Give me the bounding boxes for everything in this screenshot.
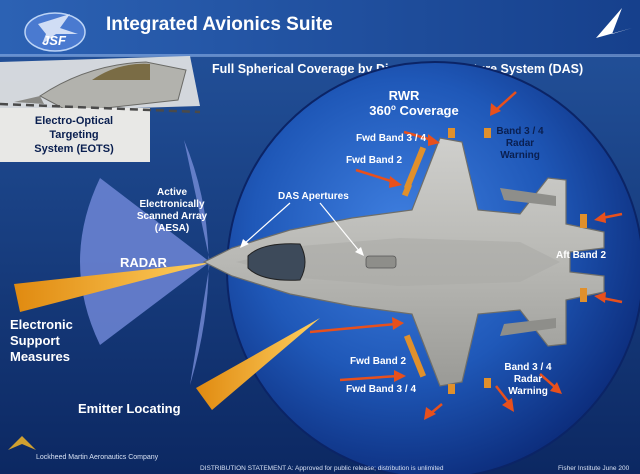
svg-text:RWR: RWR bbox=[389, 88, 420, 103]
logo-text: JSF bbox=[42, 33, 67, 48]
eots-canopy bbox=[92, 63, 150, 80]
threat-arrow bbox=[424, 403, 443, 420]
threat-arrows bbox=[309, 91, 623, 420]
svg-text:Support: Support bbox=[10, 333, 60, 348]
threat-arrow bbox=[594, 292, 623, 304]
svg-text:Measures: Measures bbox=[10, 349, 70, 364]
esm-beam bbox=[14, 262, 214, 312]
label-aft-band-2: Aft Band 2 bbox=[556, 250, 606, 261]
jsf-logo: JSF bbox=[24, 12, 86, 52]
svg-text:Radar: Radar bbox=[506, 138, 534, 149]
threat-arrow bbox=[490, 91, 517, 116]
footer-credit: Fisher Institute June 200 bbox=[558, 465, 630, 472]
footer-company: Lockheed Martin Aeronautics Company bbox=[36, 454, 159, 461]
svg-text:Warning: Warning bbox=[508, 386, 548, 397]
radar-warning-aperture-top bbox=[448, 128, 455, 138]
header-bar bbox=[0, 0, 640, 56]
lockheed-star-icon bbox=[596, 8, 632, 38]
svg-text:Targeting: Targeting bbox=[49, 129, 98, 141]
fwd-band-2-aperture-bottom bbox=[403, 334, 427, 378]
label-fwd-band-2-bottom: Fwd Band 2 bbox=[350, 356, 407, 367]
radar-cone-upper bbox=[184, 140, 210, 385]
svg-text:System (EOTS): System (EOTS) bbox=[34, 143, 114, 155]
threat-arrow bbox=[495, 385, 514, 412]
threat-arrow bbox=[403, 130, 440, 146]
threat-arrow bbox=[594, 212, 623, 223]
label-radar-warning-bottom: Band 3 / 4 Radar Warning bbox=[504, 362, 552, 397]
svg-text:Radar: Radar bbox=[514, 374, 542, 385]
fwd-band-2-aperture-top bbox=[401, 183, 413, 197]
radar-warning-aperture-top-2 bbox=[484, 128, 491, 138]
eots-label-box bbox=[0, 108, 150, 162]
company-logo-icon bbox=[8, 436, 36, 450]
das-pointer-lines bbox=[240, 202, 364, 256]
label-radar: RADAR bbox=[120, 255, 168, 270]
svg-text:(AESA): (AESA) bbox=[155, 223, 189, 234]
header-divider bbox=[0, 54, 640, 57]
eots-inset bbox=[0, 56, 201, 162]
radar-warning-aperture-bottom bbox=[484, 378, 491, 388]
threat-arrow bbox=[355, 168, 402, 188]
threat-arrow bbox=[539, 373, 562, 394]
label-radar-warning-top: Band 3 / 4 Radar Warning bbox=[496, 126, 544, 161]
label-aesa: Active Electronically Scanned Array (AES… bbox=[137, 187, 208, 234]
footer: Lockheed Martin Aeronautics Company DIST… bbox=[8, 436, 630, 472]
svg-text:Electronic: Electronic bbox=[10, 317, 73, 332]
fwd-band-34-aperture-top bbox=[403, 146, 427, 190]
label-esm: Electronic Support Measures bbox=[10, 317, 73, 364]
eots-pointer-line bbox=[0, 102, 201, 114]
page-title: Integrated Avionics Suite bbox=[106, 14, 333, 35]
svg-text:Scanned Array: Scanned Array bbox=[137, 211, 208, 222]
fwd-band-34-aperture-bottom bbox=[448, 384, 455, 394]
rwr-coverage-label: RWR 360o Coverage bbox=[369, 88, 458, 118]
aft-band-2-aperture-top bbox=[580, 214, 587, 228]
aperture-markers bbox=[401, 128, 587, 394]
svg-text:Electronically: Electronically bbox=[139, 199, 204, 210]
eots-label: Electro-Optical Targeting System (EOTS) bbox=[34, 115, 114, 155]
svg-text:Warning: Warning bbox=[500, 150, 540, 161]
threat-arrow bbox=[309, 317, 404, 334]
svg-text:Band 3 / 4: Band 3 / 4 bbox=[504, 362, 552, 373]
footer-distribution: DISTRIBUTION STATEMENT A: Approved for p… bbox=[200, 465, 444, 472]
threat-arrow bbox=[339, 370, 406, 382]
svg-text:Band 3 / 4: Band 3 / 4 bbox=[496, 126, 544, 137]
f35-aircraft bbox=[202, 137, 605, 387]
svg-text:360o Coverage: 360o Coverage bbox=[369, 103, 458, 118]
svg-text:Active: Active bbox=[157, 187, 187, 198]
cockpit-canopy bbox=[247, 243, 306, 281]
label-das-apertures: DAS Apertures bbox=[278, 191, 349, 202]
label-fwd-band-34-top: Fwd Band 3 / 4 bbox=[356, 133, 426, 144]
radar-cone bbox=[80, 178, 210, 345]
label-fwd-band-34-bottom: Fwd Band 3 / 4 bbox=[346, 384, 416, 395]
aft-band-2-aperture-bottom bbox=[580, 288, 587, 302]
label-emitter-locating: Emitter Locating bbox=[78, 401, 181, 416]
svg-text:Electro-Optical: Electro-Optical bbox=[35, 115, 113, 127]
label-fwd-band-2-top: Fwd Band 2 bbox=[346, 155, 403, 166]
emitter-locating-beam bbox=[196, 318, 320, 410]
